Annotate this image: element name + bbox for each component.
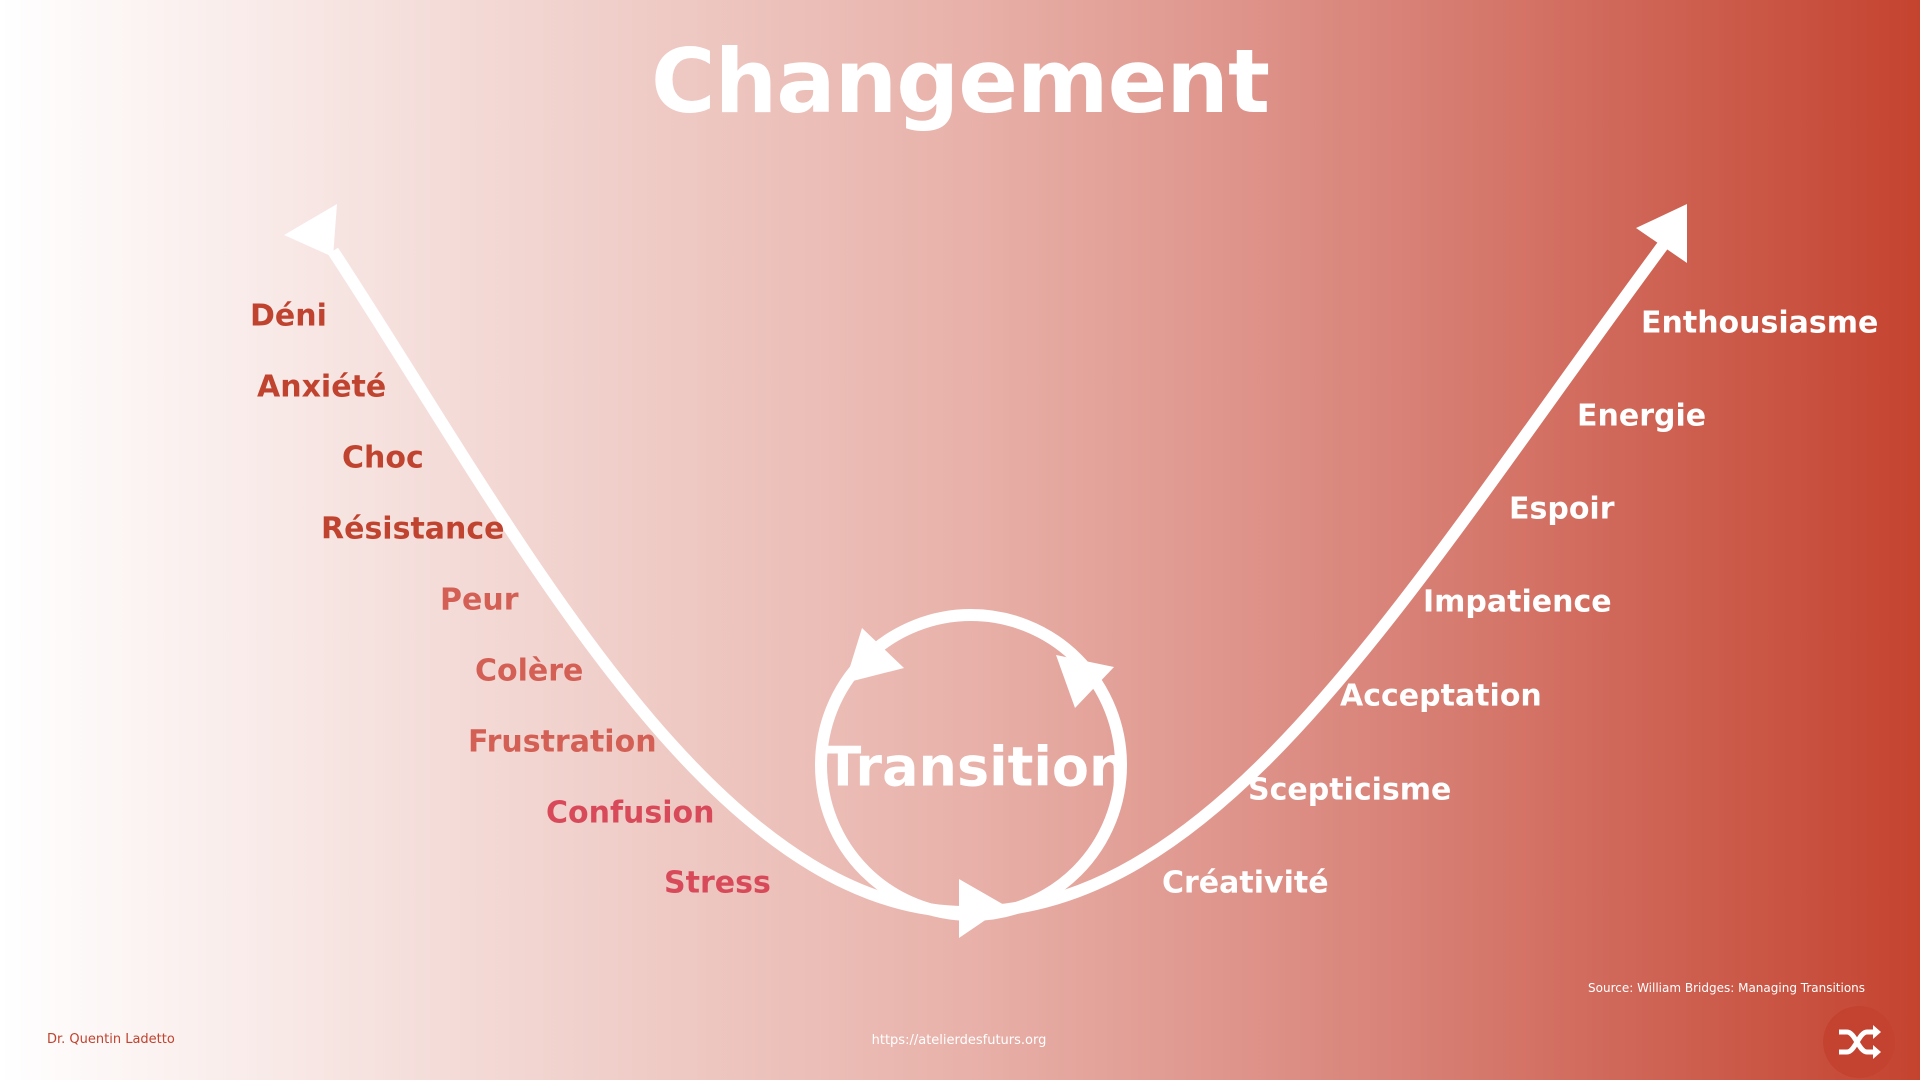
left-label: Stress xyxy=(664,865,771,901)
left-arrowhead-icon xyxy=(284,204,337,257)
right-label: Scepticisme xyxy=(1248,772,1452,808)
left-label: Colère xyxy=(475,653,584,689)
change-curve xyxy=(327,229,1677,919)
left-label: Résistance xyxy=(321,511,505,547)
left-label: Anxiété xyxy=(257,369,387,405)
website-link[interactable]: https://atelierdesfuturs.org xyxy=(871,1033,1047,1048)
right-label: Espoir xyxy=(1509,491,1615,527)
right-arrowhead-icon xyxy=(1636,204,1687,263)
right-label: Enthousiasme xyxy=(1641,305,1879,341)
left-label: Déni xyxy=(250,298,327,334)
shuffle-icon xyxy=(1839,1025,1881,1059)
transition-label: Transition xyxy=(824,735,1128,799)
shuffle-button[interactable] xyxy=(1823,1006,1895,1078)
cycle-arrow-topleft-icon xyxy=(845,628,904,683)
right-label: Acceptation xyxy=(1340,678,1542,714)
left-label: Frustration xyxy=(468,724,657,760)
author-name: Dr. Quentin Ladetto xyxy=(47,1032,175,1047)
left-label: Choc xyxy=(342,440,424,476)
page-title: Changement xyxy=(650,30,1270,133)
cycle-arrow-topright-icon xyxy=(1056,655,1114,708)
right-label: Energie xyxy=(1577,398,1707,434)
source-citation: Source: William Bridges: Managing Transi… xyxy=(1588,981,1866,995)
right-label: Impatience xyxy=(1423,584,1612,620)
left-label: Confusion xyxy=(546,795,715,831)
cycle-arrow-bottom-icon xyxy=(959,879,1006,938)
right-label: Créativité xyxy=(1162,865,1329,901)
left-label: Peur xyxy=(440,582,519,618)
